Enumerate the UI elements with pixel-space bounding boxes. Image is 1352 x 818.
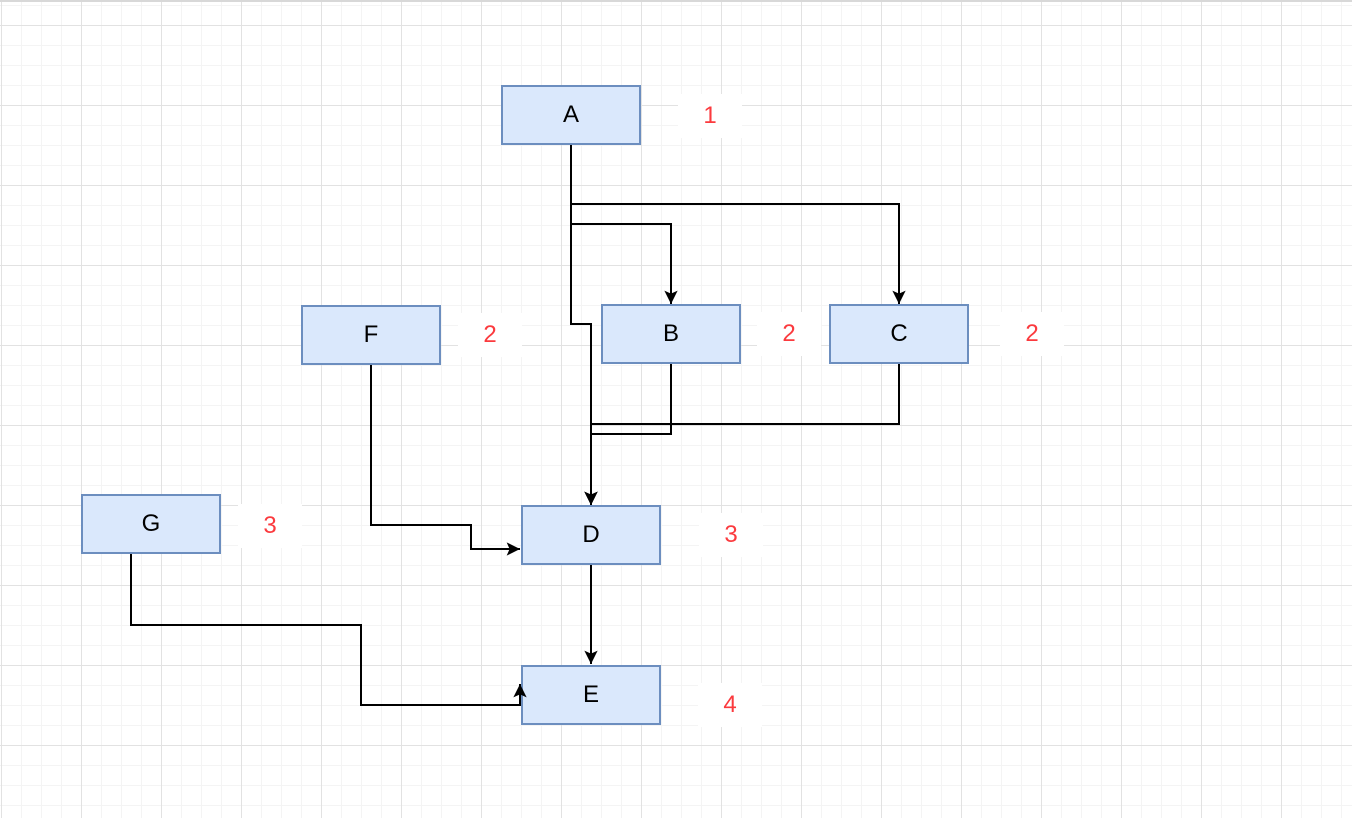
level-label-D[interactable]: 3 [699, 513, 763, 557]
node-F[interactable]: F [301, 305, 441, 365]
node-D[interactable]: D [521, 505, 661, 565]
level-label-F[interactable]: 2 [458, 313, 522, 357]
edge-G-E[interactable] [130, 554, 527, 706]
node-B[interactable]: B [601, 304, 741, 364]
edge-A-D[interactable] [570, 145, 598, 505]
edge-B-D[interactable] [584, 364, 672, 505]
node-E[interactable]: E [521, 665, 661, 725]
level-label-E[interactable]: 4 [698, 683, 762, 727]
node-C[interactable]: C [829, 304, 969, 364]
level-label-C[interactable]: 2 [1000, 312, 1064, 356]
level-label-B[interactable]: 2 [757, 312, 821, 356]
edge-A-B[interactable] [570, 145, 678, 304]
level-label-A[interactable]: 1 [678, 94, 742, 138]
node-A[interactable]: A [501, 85, 641, 145]
node-G[interactable]: G [81, 494, 221, 554]
edge-F-D[interactable] [370, 365, 520, 556]
level-label-G[interactable]: 3 [238, 504, 302, 548]
